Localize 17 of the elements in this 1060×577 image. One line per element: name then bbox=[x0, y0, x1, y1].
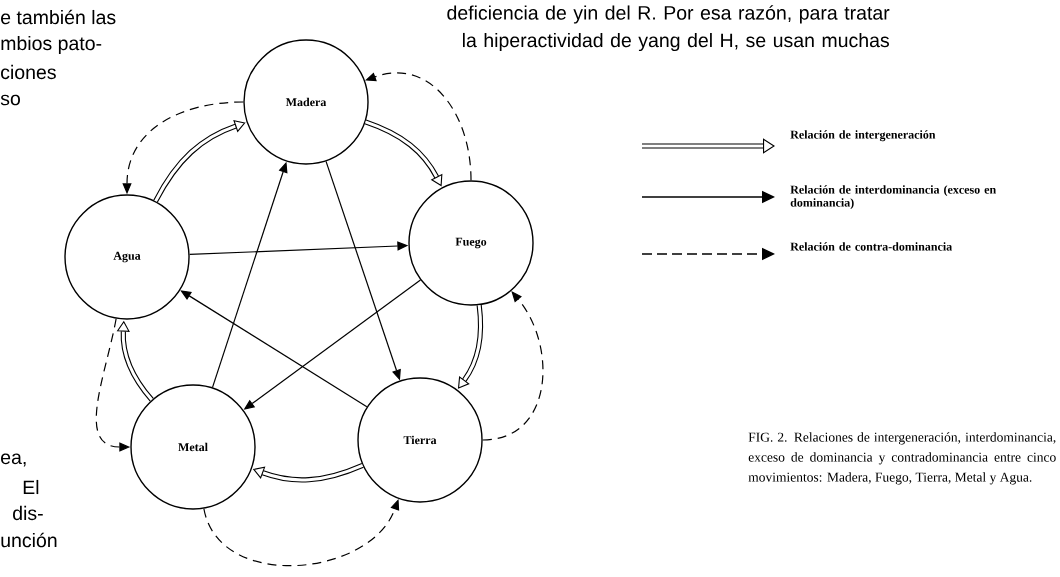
body-text: El bbox=[23, 479, 39, 495]
body-text: unción bbox=[1, 532, 57, 548]
body-text: ea, bbox=[1, 453, 26, 467]
body-text: so bbox=[0, 94, 20, 106]
body-text: mbios pato- bbox=[1, 35, 102, 55]
body-text: deficiencia de yin del R. Por esa razón, para tratar la hiperactividad de yang del H, se usan muchas bbox=[447, 5, 890, 52]
arrow bbox=[153, 119, 246, 203]
body-text: e también las bbox=[1, 9, 116, 25]
body-text: dis- bbox=[13, 505, 43, 521]
arrow bbox=[180, 290, 368, 408]
body-text: ciones bbox=[1, 64, 56, 80]
arrow bbox=[482, 291, 544, 441]
legend-text: Relación de interdominancia (exceso en dominancia) bbox=[790, 185, 996, 210]
arrow bbox=[364, 119, 443, 187]
legend-text: Relación de intergeneración bbox=[790, 130, 936, 142]
figure-caption: FIG. 2. Relaciones de intergeneración, interdominancia, exceso de dominancia y contradominancia entre cinco movimientos: Madera, Fuego, Tierra, Metal y Agua. bbox=[748, 432, 1056, 485]
legend-text: Relación de contra-dominancia bbox=[790, 242, 952, 251]
